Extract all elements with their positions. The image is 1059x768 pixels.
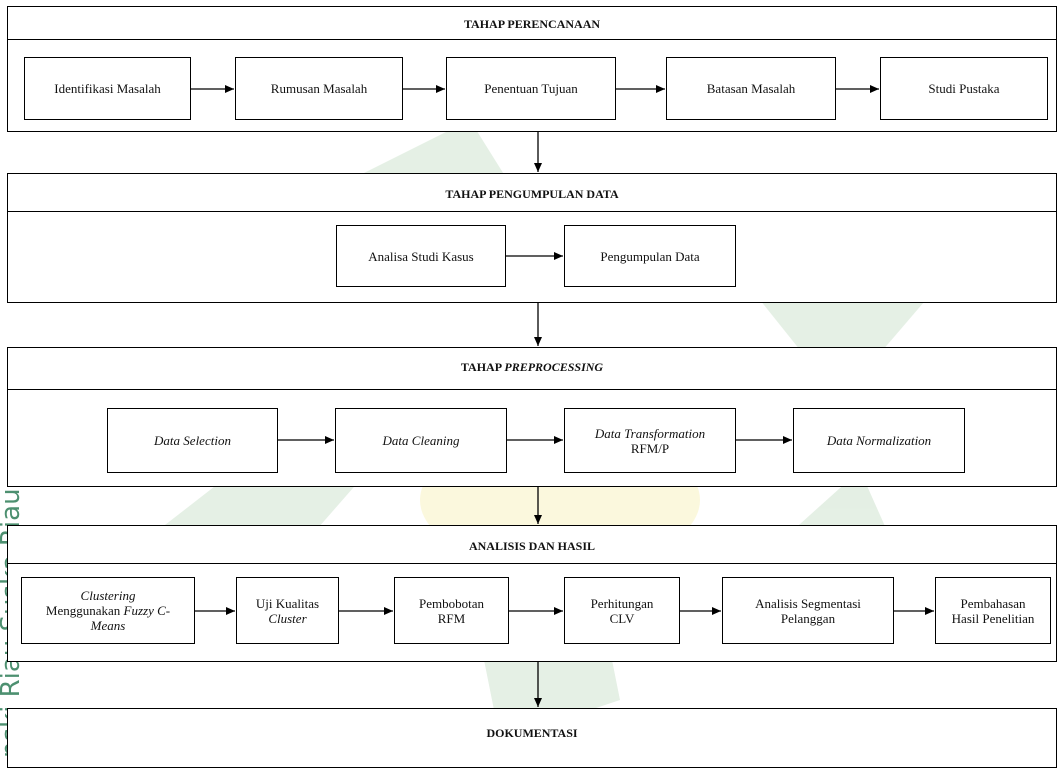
step-rumusan-masalah: Rumusan Masalah xyxy=(235,57,403,120)
step-analisis-segmentasi: Analisis Segmentasi Pelanggan xyxy=(722,577,894,644)
step-pembobotan-line2: RFM xyxy=(437,610,466,626)
step-data-normalization-label: Data Normalization xyxy=(826,433,932,448)
step-data-transformation: Data Transformation RFM/P xyxy=(564,408,736,473)
preprocessing-divider xyxy=(7,389,1057,390)
documentation-phase-title: DOKUMENTASI xyxy=(486,726,578,740)
step-studi-pustaka: Studi Pustaka xyxy=(880,57,1048,120)
step-uji-kualitas-line2: Cluster xyxy=(268,610,307,626)
step-pembobotan-rfm: Pembobotan RFM xyxy=(394,577,509,644)
step-clustering-fcm: Clustering Menggunakan Fuzzy C- Means xyxy=(21,577,195,644)
step-data-selection: Data Selection xyxy=(107,408,278,473)
step-clustering-line3: Means xyxy=(90,618,126,633)
step-analisis-segmentasi-line1: Analisis Segmentasi xyxy=(755,595,861,611)
step-pembobotan-line1: Pembobotan xyxy=(419,595,484,611)
step-analisa-studi-kasus: Analisa Studi Kasus xyxy=(336,225,506,287)
step-pembahasan-line1: Pembahasan xyxy=(960,595,1026,611)
collection-divider xyxy=(7,211,1057,212)
step-data-cleaning-label: Data Cleaning xyxy=(382,433,460,448)
step-pembahasan-hasil: Pembahasan Hasil Penelitian xyxy=(935,577,1051,644)
step-data-transformation-sublabel: RFM/P xyxy=(630,440,670,456)
step-pengumpulan-data: Pengumpulan Data xyxy=(564,225,736,287)
planning-phase-title: TAHAP PERENCANAAN xyxy=(463,17,601,31)
step-clustering-line1: Clustering xyxy=(80,588,136,603)
analysis-phase-title: ANALISIS DAN HASIL xyxy=(468,539,596,553)
step-data-cleaning: Data Cleaning xyxy=(335,408,507,473)
collection-phase-title: TAHAP PENGUMPULAN DATA xyxy=(445,187,619,201)
step-identifikasi-masalah: Identifikasi Masalah xyxy=(24,57,191,120)
preprocessing-phase-title: TAHAP PREPROCESSING xyxy=(7,360,1057,375)
step-analisis-segmentasi-line2: Pelanggan xyxy=(780,610,836,626)
step-uji-kualitas-line1: Uji Kualitas xyxy=(255,595,320,611)
step-perhitungan-clv: Perhitungan CLV xyxy=(564,577,680,644)
step-clustering-line2-italic: Fuzzy C- xyxy=(123,603,171,618)
preprocessing-title-italic: PREPROCESSING xyxy=(504,360,604,374)
step-uji-kualitas-cluster: Uji Kualitas Cluster xyxy=(236,577,339,644)
step-data-normalization: Data Normalization xyxy=(793,408,965,473)
step-perhitungan-line1: Perhitungan xyxy=(590,595,654,611)
collection-phase-panel xyxy=(7,173,1057,303)
step-clustering-line2: Menggunakan Fuzzy C- xyxy=(46,603,170,618)
preprocessing-title-prefix: TAHAP xyxy=(460,360,505,374)
step-data-selection-label: Data Selection xyxy=(154,433,231,448)
step-clustering-line2-prefix: Menggunakan xyxy=(45,603,124,618)
step-penentuan-tujuan: Penentuan Tujuan xyxy=(446,57,616,120)
step-pembahasan-line2: Hasil Penelitian xyxy=(951,610,1035,626)
step-perhitungan-line2: CLV xyxy=(609,610,635,626)
analysis-divider xyxy=(7,563,1057,564)
step-batasan-masalah: Batasan Masalah xyxy=(666,57,836,120)
step-data-transformation-label: Data Transformation xyxy=(594,425,706,441)
planning-divider xyxy=(7,39,1057,40)
